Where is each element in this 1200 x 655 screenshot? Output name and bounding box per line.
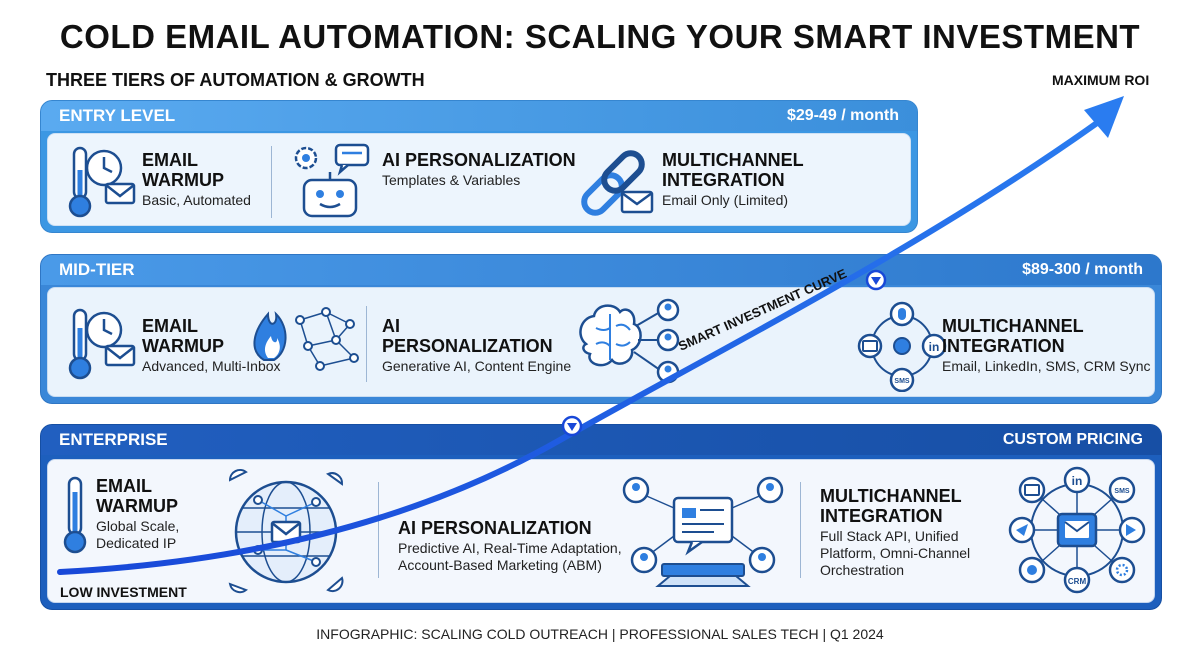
- tier-mid-price: $89-300 / month: [1022, 261, 1143, 278]
- ent-linkedin-badge: in: [1072, 474, 1083, 488]
- ent-ai-desc: Predictive AI, Real-Time Adaptation, Acc…: [398, 540, 622, 573]
- tier-mid: MID-TIER $89-300 / month EMAIL WARMUP Ad…: [40, 254, 1162, 404]
- main-title: COLD EMAIL AUTOMATION: SCALING YOUR SMAR…: [59, 18, 1141, 55]
- tier-enterprise-name: ENTERPRISE: [59, 430, 168, 449]
- subtitle: THREE TIERS OF AUTOMATION & GROWTH: [46, 70, 425, 90]
- mid-multi-desc: Email, LinkedIn, SMS, CRM Sync: [942, 358, 1151, 374]
- thermometer-clock-envelope-icon: [68, 308, 136, 380]
- entry-ai-title: AI PERSONALIZATION: [382, 150, 576, 170]
- thermometer-clock-envelope-icon: [68, 146, 136, 218]
- ent-sms-badge: SMS: [1114, 488, 1130, 495]
- entry-multi-title: MULTICHANNEL INTEGRATION: [662, 150, 804, 190]
- robot-gear-chat-icon: [294, 143, 370, 218]
- mid-warmup-desc: Advanced, Multi-Inbox: [142, 358, 281, 374]
- platform-users-icon: [622, 476, 784, 587]
- mid-linkedin-badge: in: [929, 340, 940, 354]
- omnichannel-hub-icon: in SMS CRM: [1008, 466, 1146, 594]
- thermometer-icon: [63, 476, 87, 554]
- footer: INFOGRAPHIC: SCALING COLD OUTREACH | PRO…: [316, 626, 884, 642]
- ent-multi-desc: Full Stack API, Unified Platform, Omni-C…: [820, 528, 971, 578]
- curve-marker: [561, 415, 583, 437]
- tier-entry-body: EMAIL WARMUP Basic, Automated AI PERSONA…: [47, 133, 911, 226]
- tier-mid-body: EMAIL WARMUP Advanced, Multi-Inbox AI PE…: [47, 287, 1155, 397]
- curve-marker: [865, 269, 887, 291]
- ent-warmup-title: EMAIL WARMUP: [96, 476, 178, 516]
- tier-entry-name: ENTRY LEVEL: [59, 106, 176, 125]
- divider: [800, 482, 801, 578]
- globe-satellite-icon: [228, 469, 344, 594]
- divider: [271, 146, 272, 218]
- entry-warmup-title: EMAIL WARMUP: [142, 150, 224, 190]
- brain-users-icon: [579, 298, 680, 384]
- ent-ai-title: AI PERSONALIZATION: [398, 518, 592, 538]
- mid-ai-title: AI PERSONALIZATION: [382, 316, 553, 356]
- tier-enterprise: ENTERPRISE CUSTOM PRICING EMAIL WARMUP G…: [40, 424, 1162, 610]
- entry-warmup-desc: Basic, Automated: [142, 192, 251, 208]
- hub-channels-icon: in SMS: [857, 301, 947, 392]
- divider: [366, 306, 367, 382]
- curve-arrowhead: [1084, 96, 1124, 138]
- mid-ai-desc: Generative AI, Content Engine: [382, 358, 572, 374]
- mid-multi-title: MULTICHANNEL INTEGRATION: [942, 316, 1084, 356]
- low-investment-label: LOW INVESTMENT: [60, 584, 187, 600]
- tier-entry-level: ENTRY LEVEL $29-49 / month EMAIL WARMUP …: [40, 100, 918, 233]
- chain-link-envelope-icon: [581, 150, 654, 216]
- entry-ai-desc: Templates & Variables: [382, 172, 521, 188]
- ent-crm-badge: CRM: [1068, 577, 1087, 586]
- tier-mid-name: MID-TIER: [59, 260, 135, 279]
- flame-network-icon: [253, 307, 359, 371]
- mid-warmup-title: EMAIL WARMUP: [142, 316, 224, 356]
- ent-multi-title: MULTICHANNEL INTEGRATION: [820, 486, 962, 526]
- tier-enterprise-price: CUSTOM PRICING: [1002, 431, 1143, 448]
- entry-multi-desc: Email Only (Limited): [662, 192, 789, 208]
- tier-enterprise-body: EMAIL WARMUP Global Scale, Dedicated IP: [47, 459, 1155, 603]
- ent-warmup-desc: Global Scale, Dedicated IP: [96, 518, 180, 551]
- divider: [378, 482, 379, 578]
- max-roi-label: MAXIMUM ROI: [1052, 72, 1150, 88]
- tier-entry-price: $29-49 / month: [786, 107, 899, 124]
- curve-line: [57, 115, 1107, 575]
- mid-sms-badge: SMS: [894, 378, 910, 385]
